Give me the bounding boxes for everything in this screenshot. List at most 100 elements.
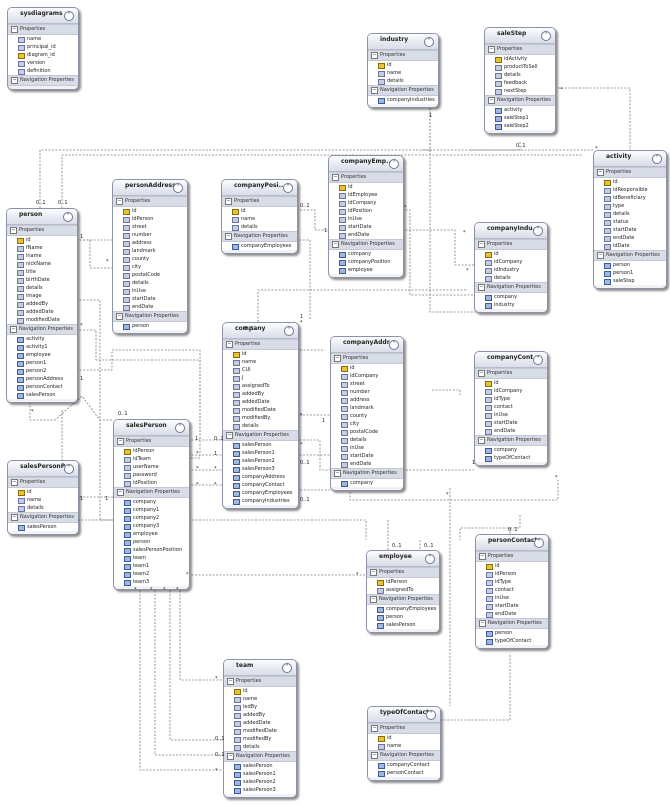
property-row[interactable]: modifiedDate [7, 316, 77, 324]
navigation-property[interactable]: company [475, 293, 547, 301]
properties-section-header[interactable]: −Properties [368, 50, 438, 61]
navigation-section-header[interactable]: −Navigation Properties [7, 324, 77, 335]
collapse-section-icon[interactable]: − [371, 752, 378, 759]
properties-section-header[interactable]: −Properties [222, 196, 297, 207]
property-row[interactable]: idEmployee [329, 191, 403, 199]
navigation-property[interactable]: companyEmployees [222, 242, 297, 250]
collapse-section-icon[interactable]: − [225, 233, 232, 240]
collapse-section-icon[interactable]: − [370, 596, 377, 603]
property-row[interactable]: inUse [476, 594, 548, 602]
collapse-section-icon[interactable]: − [225, 198, 232, 205]
collapse-section-icon[interactable]: − [117, 489, 124, 496]
property-row[interactable]: id [8, 488, 78, 496]
property-row[interactable]: details [485, 71, 555, 79]
property-row[interactable]: idTeam [114, 455, 189, 463]
property-row[interactable]: addedDate [224, 719, 296, 727]
property-row[interactable]: title [7, 268, 77, 276]
navigation-property[interactable]: team2 [114, 570, 189, 578]
navigation-section-header[interactable]: −Navigation Properties [329, 239, 403, 250]
navigation-property[interactable]: companyIndustries [223, 497, 298, 505]
property-row[interactable]: name [368, 742, 440, 750]
navigation-section-header[interactable]: −Navigation Properties [222, 231, 297, 242]
property-row[interactable]: idPerson [113, 215, 187, 223]
properties-section-header[interactable]: −Properties [8, 477, 78, 488]
property-row[interactable]: startDate [329, 223, 403, 231]
collapse-section-icon[interactable]: − [10, 326, 17, 333]
property-row[interactable]: id [476, 562, 548, 570]
collapse-section-icon[interactable]: − [116, 198, 123, 205]
property-row[interactable]: details [475, 274, 547, 282]
collapse-section-icon[interactable]: − [478, 241, 485, 248]
navigation-section-header[interactable]: −Navigation Properties [475, 282, 547, 293]
navigation-section-header[interactable]: −Navigation Properties [485, 95, 555, 106]
navigation-property[interactable]: saleStep2 [485, 122, 555, 130]
collapse-section-icon[interactable]: − [11, 77, 18, 84]
properties-section-header[interactable]: −Properties [113, 196, 187, 207]
property-row[interactable]: idCompany [475, 387, 547, 395]
collapse-section-icon[interactable]: − [10, 227, 17, 234]
property-row[interactable]: idCompany [331, 372, 403, 380]
navigation-property[interactable]: companyContact [368, 761, 440, 769]
collapse-section-icon[interactable]: − [478, 370, 485, 377]
collapse-section-icon[interactable]: − [478, 284, 485, 291]
property-row[interactable]: type [594, 202, 666, 210]
collapse-section-icon[interactable]: − [334, 355, 341, 362]
property-row[interactable]: modifiedBy [223, 414, 298, 422]
property-row[interactable]: startDate [475, 419, 547, 427]
collapse-section-icon[interactable]: − [226, 432, 233, 439]
navigation-property[interactable]: typeOfContact [476, 637, 548, 645]
property-row[interactable]: nickName [7, 260, 77, 268]
navigation-property[interactable]: personContact [7, 383, 77, 391]
navigation-property[interactable]: employee [114, 530, 189, 538]
property-row[interactable]: modifiedDate [224, 727, 296, 735]
collapse-section-icon[interactable]: − [11, 479, 18, 486]
collapse-icon[interactable]: ˄ [283, 183, 293, 193]
properties-section-header[interactable]: −Properties [367, 567, 439, 578]
property-row[interactable]: street [331, 380, 403, 388]
collapse-section-icon[interactable]: − [479, 553, 486, 560]
collapse-section-icon[interactable]: − [488, 46, 495, 53]
property-row[interactable]: name [8, 496, 78, 504]
property-row[interactable]: id [113, 207, 187, 215]
navigation-section-header[interactable]: −Navigation Properties [8, 512, 78, 523]
property-row[interactable]: landmark [113, 247, 187, 255]
navigation-property[interactable]: company [475, 446, 547, 454]
navigation-property[interactable]: salesPerson1 [224, 770, 296, 778]
collapse-section-icon[interactable]: − [371, 52, 378, 59]
navigation-property[interactable]: company2 [114, 514, 189, 522]
properties-section-header[interactable]: −Properties [475, 239, 547, 250]
navigation-property[interactable]: typeOfContact [475, 454, 547, 462]
navigation-property[interactable]: company1 [114, 506, 189, 514]
collapse-icon[interactable]: ˄ [424, 37, 434, 47]
property-row[interactable]: details [331, 436, 403, 444]
property-row[interactable]: startDate [594, 226, 666, 234]
property-row[interactable]: idBeneficiary [594, 194, 666, 202]
navigation-property[interactable]: employee [329, 266, 403, 274]
navigation-property[interactable]: person [594, 261, 666, 269]
property-row[interactable]: postalCode [113, 271, 187, 279]
property-row[interactable]: endDate [113, 303, 187, 311]
navigation-property[interactable]: company [331, 479, 403, 487]
property-row[interactable]: principal_id [8, 43, 78, 51]
property-row[interactable]: ledBy [224, 703, 296, 711]
property-row[interactable]: number [331, 388, 403, 396]
navigation-property[interactable]: employee [7, 351, 77, 359]
navigation-property[interactable]: salesPerson2 [224, 778, 296, 786]
property-row[interactable]: idDate [594, 242, 666, 250]
properties-section-header[interactable]: −Properties [331, 353, 403, 364]
navigation-section-header[interactable]: −Navigation Properties [224, 751, 296, 762]
properties-section-header[interactable]: −Properties [485, 44, 555, 55]
property-row[interactable]: J [223, 374, 298, 382]
navigation-property[interactable]: company [329, 250, 403, 258]
navigation-section-header[interactable]: −Navigation Properties [367, 594, 439, 605]
properties-section-header[interactable]: −Properties [224, 676, 296, 687]
property-row[interactable]: postalCode [331, 428, 403, 436]
